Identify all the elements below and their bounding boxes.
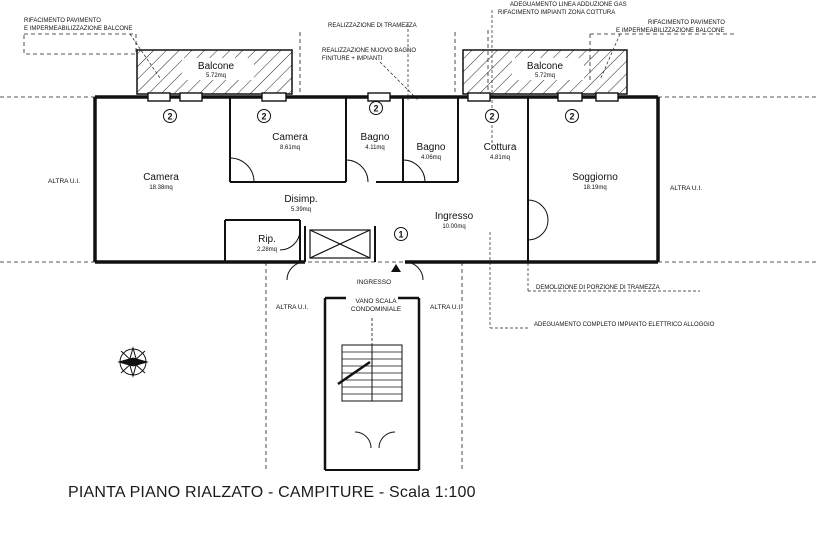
label-altra-ui-left: ALTRA U.I. xyxy=(48,178,80,185)
label-altra-ui-stair-right: ALTRA U.I. xyxy=(430,304,462,311)
room-bagno-1-name: Bagno xyxy=(361,132,390,143)
room-disimpegno-name: Disimp. xyxy=(284,194,317,205)
note-balcony-right-2: E IMPERMEABILIZZAZIONE BALCONE xyxy=(616,28,724,34)
svg-text:2: 2 xyxy=(373,104,378,114)
label-vano-scala: VANO SCALA xyxy=(355,298,397,305)
room-camera-1-area: 18.38mq xyxy=(149,185,172,191)
room-cottura-area: 4.81mq xyxy=(490,155,510,161)
svg-text:1: 1 xyxy=(398,230,403,240)
note-balcony-right-1: RIFACIMENTO PAVIMENTO xyxy=(648,20,725,26)
room-cottura-name: Cottura xyxy=(484,142,517,153)
stairwell xyxy=(323,296,421,471)
balcony-right-area: 5.72mq xyxy=(535,73,555,79)
svg-text:2: 2 xyxy=(261,112,266,122)
entrance-arrow xyxy=(391,264,401,272)
room-ripostiglio-name: Rip. xyxy=(258,234,276,245)
type-marker-labels: 2 2 2 2 2 1 xyxy=(167,104,574,240)
room-camera-2-name: Camera xyxy=(272,132,308,143)
page-title: PIANTA PIANO RIALZATO - CAMPITURE - Scal… xyxy=(68,484,476,501)
room-camera-1-name: Camera xyxy=(143,172,179,183)
balcony-right-name: Balcone xyxy=(527,61,564,72)
doors xyxy=(229,157,549,449)
label-altra-ui-right: ALTRA U.I. xyxy=(670,185,702,192)
svg-text:2: 2 xyxy=(569,112,574,122)
annotations: RIFACIMENTO PAVIMENTO E IMPERMEABILIZZAZ… xyxy=(24,2,725,328)
room-labels: Balcone 5.72mq Balcone 5.72mq Camera 18.… xyxy=(143,61,618,253)
balcony-left-name: Balcone xyxy=(198,61,235,72)
room-camera-2-area: 8.61mq xyxy=(280,145,300,151)
svg-text:2: 2 xyxy=(489,112,494,122)
north-arrow-icon xyxy=(117,346,149,378)
room-bagno-1-area: 4.11mq xyxy=(365,145,385,151)
note-balcony-left-2: E IMPERMEABILIZZAZIONE BALCONE xyxy=(24,26,132,32)
label-altra-ui-stair-left: ALTRA U.I. xyxy=(276,304,308,311)
note-bagno-1: REALIZZAZIONE NUOVO BAGNO xyxy=(322,48,416,54)
label-condominiale: CONDOMINIALE xyxy=(351,306,402,313)
note-gas-2: RIFACIMENTO IMPIANTI ZONA COTTURA xyxy=(498,10,615,16)
label-ingresso-stair: INGRESSO xyxy=(357,279,391,286)
unit-labels: ALTRA U.I. ALTRA U.I. ALTRA U.I. ALTRA U… xyxy=(48,178,702,313)
svg-text:2: 2 xyxy=(167,112,172,122)
room-soggiorno-area: 18.19mq xyxy=(583,185,606,191)
note-elettrico: ADEGUAMENTO COMPLETO IMPIANTO ELETTRICO … xyxy=(534,322,715,328)
inner-walls xyxy=(224,97,529,262)
balcony-left xyxy=(136,49,293,95)
room-ripostiglio-area: 2.28mq xyxy=(257,247,277,253)
type-markers xyxy=(163,101,579,241)
room-disimpegno-area: 5.39mq xyxy=(291,207,311,213)
room-ingresso-area: 10.00mq xyxy=(442,224,465,230)
elevator xyxy=(309,229,371,259)
room-soggiorno-name: Soggiorno xyxy=(572,172,618,183)
note-balcony-left-1: RIFACIMENTO PAVIMENTO xyxy=(24,18,101,24)
room-bagno-2-name: Bagno xyxy=(417,142,446,153)
windows xyxy=(147,92,619,102)
room-bagno-2-area: 4.06mq xyxy=(421,155,441,161)
note-tramezza: REALIZZAZIONE DI TRAMEZZA xyxy=(328,23,417,29)
note-bagno-2: FINITURE + IMPIANTI xyxy=(322,56,383,62)
room-ingresso-name: Ingresso xyxy=(435,211,474,222)
note-gas-1: ADEGUAMENTO LINEA ADDUZIONE GAS xyxy=(510,2,627,8)
balcony-left-area: 5.72mq xyxy=(206,73,226,79)
note-demolizione: DEMOLIZIONE DI PORZIONE DI TRAMEZZA xyxy=(536,285,660,291)
balcony-right xyxy=(462,49,628,95)
